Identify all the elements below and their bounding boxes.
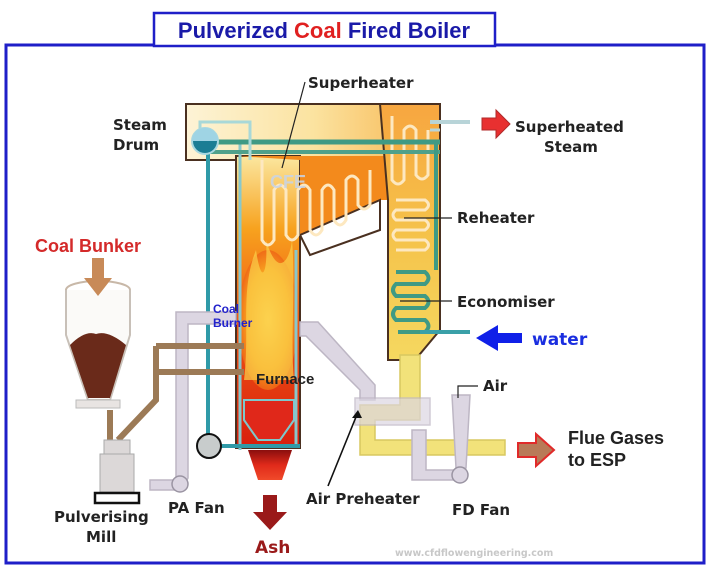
air-preheater-leader [327,411,359,487]
furnace-hopper-inner [243,399,295,441]
mill-body [99,453,135,493]
label-superheated-steam-1: Superheated [515,118,624,136]
flame-tongues [244,240,294,380]
air-preheater-box [354,397,431,426]
flue-gas-arrow-icon [517,431,556,469]
title-box [152,11,497,48]
label-coal-burner-1: Coal [213,302,239,316]
mill-top [103,439,131,455]
steam-drum-top [192,128,218,141]
cfe-watermark: CFE [270,172,306,192]
coal-pile [70,333,126,398]
coal-in-arrow-icon [84,258,112,296]
air-leader [457,385,478,398]
ash-hopper [248,450,292,480]
ducts [107,311,506,493]
label-economiser: Economiser [457,293,555,311]
pulverising-mill [93,439,141,505]
label-furnace: Furnace [256,371,314,388]
label-coal-burner-2: Burner [213,316,253,330]
label-air-preheater: Air Preheater [306,490,420,508]
label-reheater: Reheater [457,209,535,227]
boiler: CFE [185,103,470,480]
primary-superheater-tubes [390,116,430,186]
title-part-3: Fired Boiler [342,18,471,43]
label-superheated-steam-2: Steam [544,138,598,156]
mud-drum [196,433,222,459]
economiser-tubes [391,270,431,334]
superheater-leader [281,81,306,169]
label-coal-bunker: Coal Bunker [35,236,141,256]
label-water: water [532,330,588,350]
label-pulverising-mill-2: Mill [86,528,116,546]
title-part-1: Pulverized [178,18,294,43]
label-air: Air [483,377,508,395]
pa-fan [171,475,189,493]
secondary-air-duct [299,321,376,401]
fd-fan [451,466,469,484]
label-pulverising-mill-1: Pulverising [54,508,149,526]
label-ash: Ash [255,538,290,558]
air-preheater-leader-head [352,410,362,418]
water-in-arrow-icon [476,325,522,351]
title-part-2: Coal [294,18,342,43]
primary-air-duct [149,311,237,491]
label-fd-fan: FD Fan [452,501,510,519]
steam-out-arrow-icon [481,108,511,140]
page-title: Pulverized Coal Fired Boiler [178,18,471,43]
coal-bunker [65,280,131,409]
air-inlet-stack [451,394,471,469]
ash-arrow-icon [253,495,287,530]
label-pa-fan: PA Fan [168,499,225,517]
coal-pipe-riser [115,346,159,443]
furnace-nose [298,198,381,257]
mill-base [93,491,141,505]
superheater-tubes [260,160,372,247]
label-steam-drum-2: Drum [113,136,159,154]
reheater-tubes [391,198,430,252]
label-flue-gases-2: to ESP [568,450,626,470]
label-superheater: Superheater [308,74,414,92]
label-flue-gases-1: Flue Gases [568,428,664,448]
label-steam-drum-1: Steam [113,116,167,134]
website-watermark: www.cfdflowengineering.com [395,548,553,559]
bunker-outlet [75,399,121,409]
